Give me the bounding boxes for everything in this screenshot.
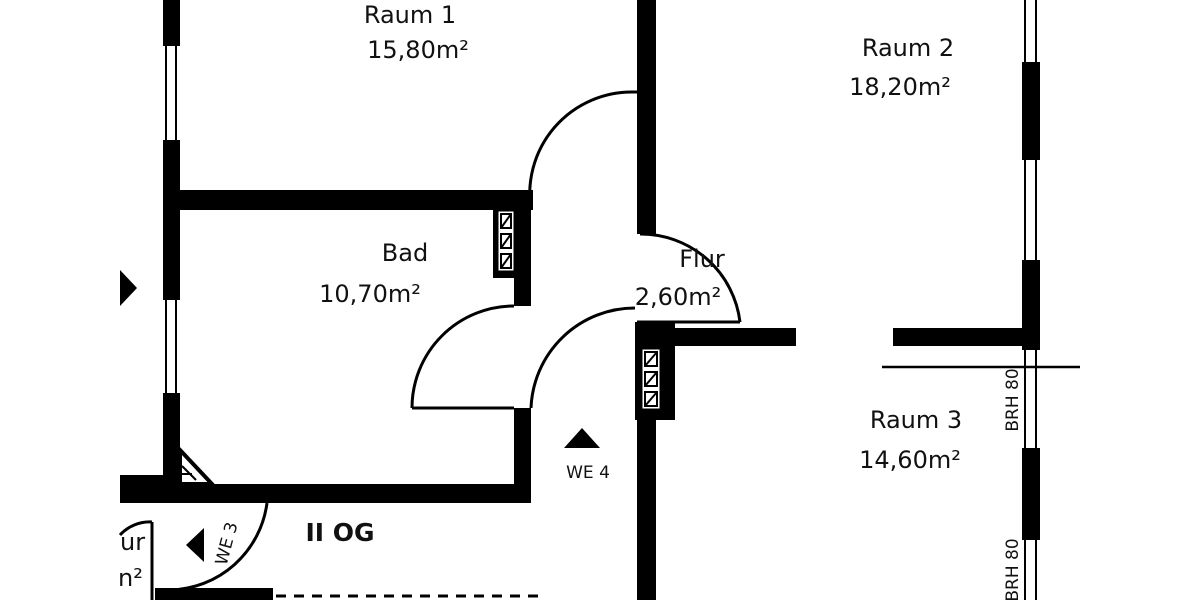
raum3-name: Raum 3 — [870, 406, 962, 434]
left-edge-arrow — [120, 270, 137, 306]
flur-name: Flur — [679, 245, 725, 273]
walls — [120, 0, 1040, 600]
we4-label: WE 4 — [566, 463, 610, 483]
flur-left-name: ur — [120, 528, 145, 556]
wall-raum2-raum3-right — [893, 328, 1038, 346]
raum1-area: 15,80m² — [367, 36, 469, 64]
bad-name: Bad — [382, 239, 428, 267]
wall-right-top — [1022, 62, 1040, 160]
wall-left-edge-bottom — [120, 475, 165, 493]
brh-lower-label: BRH 80 — [1003, 538, 1023, 600]
wall-left-low — [163, 393, 180, 503]
raum1-name: Raum 1 — [364, 1, 456, 29]
door-we4 — [529, 306, 636, 409]
entrance-we4-icon — [564, 428, 600, 448]
door-bad — [410, 304, 515, 409]
wall-right-mid — [1022, 260, 1040, 350]
wall-raum2-raum3-left — [656, 328, 796, 346]
wall-left-mid — [163, 140, 180, 300]
wall-bad-right-stub — [514, 278, 531, 306]
flur-area: 2,60m² — [635, 283, 721, 311]
floor-label: II OG — [305, 518, 374, 547]
entrance-we3-icon — [186, 528, 204, 562]
chimney-flur — [639, 346, 663, 412]
windows — [165, 0, 1037, 600]
raum3-area: 14,60m² — [859, 446, 961, 474]
door-we3 — [169, 502, 269, 592]
wall-bottom-stub — [155, 588, 273, 600]
flur-left-area: n² — [118, 564, 143, 592]
wall-center-upper — [637, 0, 656, 234]
chimney-corner — [178, 444, 217, 486]
wall-right-low — [1022, 448, 1040, 540]
chimney-bad — [495, 208, 517, 274]
door-left-flur — [118, 520, 153, 537]
wall-center-lower — [637, 420, 656, 600]
raum2-name: Raum 2 — [862, 34, 954, 62]
wall-left-top — [163, 0, 180, 46]
door-raum1 — [528, 90, 634, 211]
wall-raum1-bad — [163, 190, 533, 210]
brh-upper-label: BRH 80 — [1003, 368, 1023, 431]
doors — [118, 90, 742, 600]
door-raum2 — [639, 232, 742, 323]
wall-bad-right-lower — [514, 408, 531, 503]
raum2-area: 18,20m² — [849, 73, 951, 101]
wall-bad-bottom — [120, 484, 531, 503]
bad-area: 10,70m² — [319, 280, 421, 308]
